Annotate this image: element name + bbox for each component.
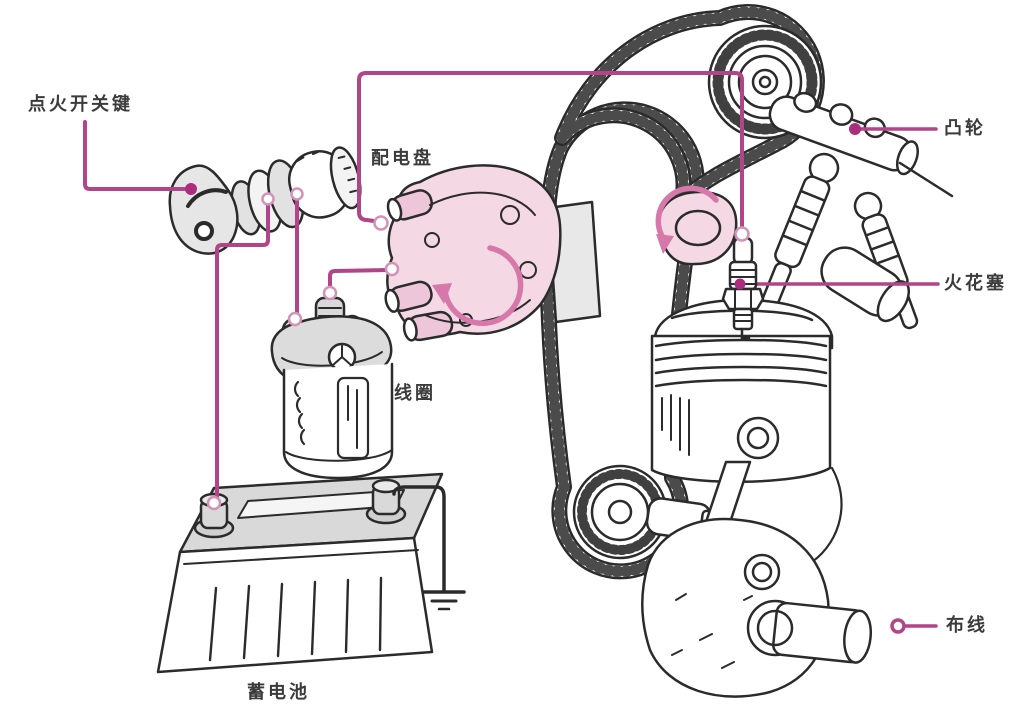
label-distributor: 配电盘	[371, 148, 434, 168]
terminal-battery-left	[206, 495, 222, 511]
battery-drawing	[156, 472, 444, 674]
label-spark-plug: 火花塞	[944, 273, 1007, 293]
piston-cylinder-icon	[650, 334, 843, 564]
ground-wire	[392, 485, 466, 611]
wire-switch-to-battery	[215, 200, 270, 502]
terminal-distributor-cap	[373, 215, 389, 231]
dot-spark-plug	[734, 278, 746, 290]
terminal-distributor-low	[384, 261, 400, 277]
camshaft-icon	[768, 91, 919, 176]
dot-cam	[849, 123, 861, 135]
label-coil: 线圈	[394, 383, 436, 403]
ground-symbol-icon	[422, 590, 466, 611]
dot-ignition-key	[185, 183, 197, 195]
engine-drawing	[539, 4, 954, 698]
coil-drawing	[270, 296, 394, 480]
label-battery: 蓄电池	[247, 682, 310, 702]
label-wiring: 布线	[946, 615, 988, 635]
wiring-harness	[83, 71, 940, 628]
terminal-spark-plug-top	[734, 226, 750, 242]
legend-wiring-ring-icon	[890, 618, 906, 634]
crank-gear-icon	[572, 464, 668, 560]
intake-tube-icon	[820, 246, 911, 323]
valve-rod-left-icon	[760, 152, 840, 310]
wire-distributor-to-plug	[357, 71, 744, 231]
wire-dots	[185, 123, 861, 290]
leader-ignition-key	[83, 120, 186, 191]
crankshaft-counterweight-icon	[641, 517, 873, 698]
wire-terminals	[206, 187, 750, 511]
terminal-switch-b	[290, 187, 304, 201]
terminal-switch-a	[261, 192, 275, 206]
terminal-coil-tower	[322, 285, 338, 301]
terminal-coil-left	[287, 311, 303, 327]
battery-post-right-icon	[365, 478, 407, 525]
wire-coil-to-distributor	[328, 268, 390, 292]
distributor-drive-cam-icon	[655, 185, 738, 266]
label-cam: 凸轮	[944, 118, 986, 138]
label-ignition-switch-key: 点火开关键	[28, 94, 133, 114]
distributor-drawing	[384, 164, 562, 342]
